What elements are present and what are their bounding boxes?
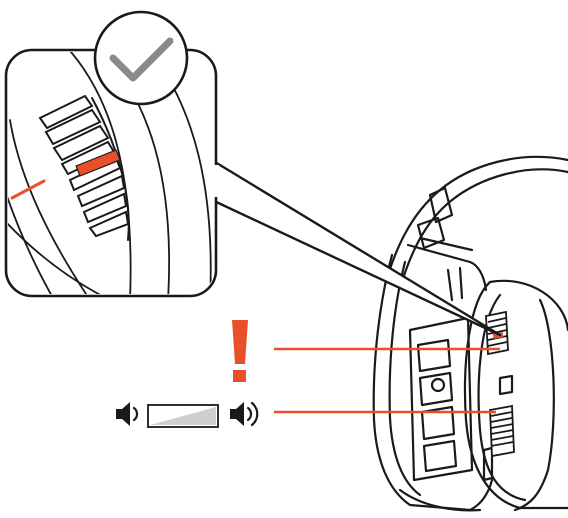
- exclamation-icon: [232, 320, 248, 382]
- inset-position-mark: [10, 179, 46, 200]
- volume-wheel: [489, 404, 515, 458]
- speaker-low-icon: [116, 402, 139, 426]
- checkmark-icon: [93, 10, 189, 106]
- zoom-inset: [4, 48, 219, 298]
- callout-wedge: [211, 160, 502, 337]
- speaker-high-icon: [230, 401, 259, 427]
- headset-illustration: [372, 155, 568, 512]
- inset-dial-indicator: [75, 149, 121, 177]
- volume-ramp-icon: [147, 404, 219, 428]
